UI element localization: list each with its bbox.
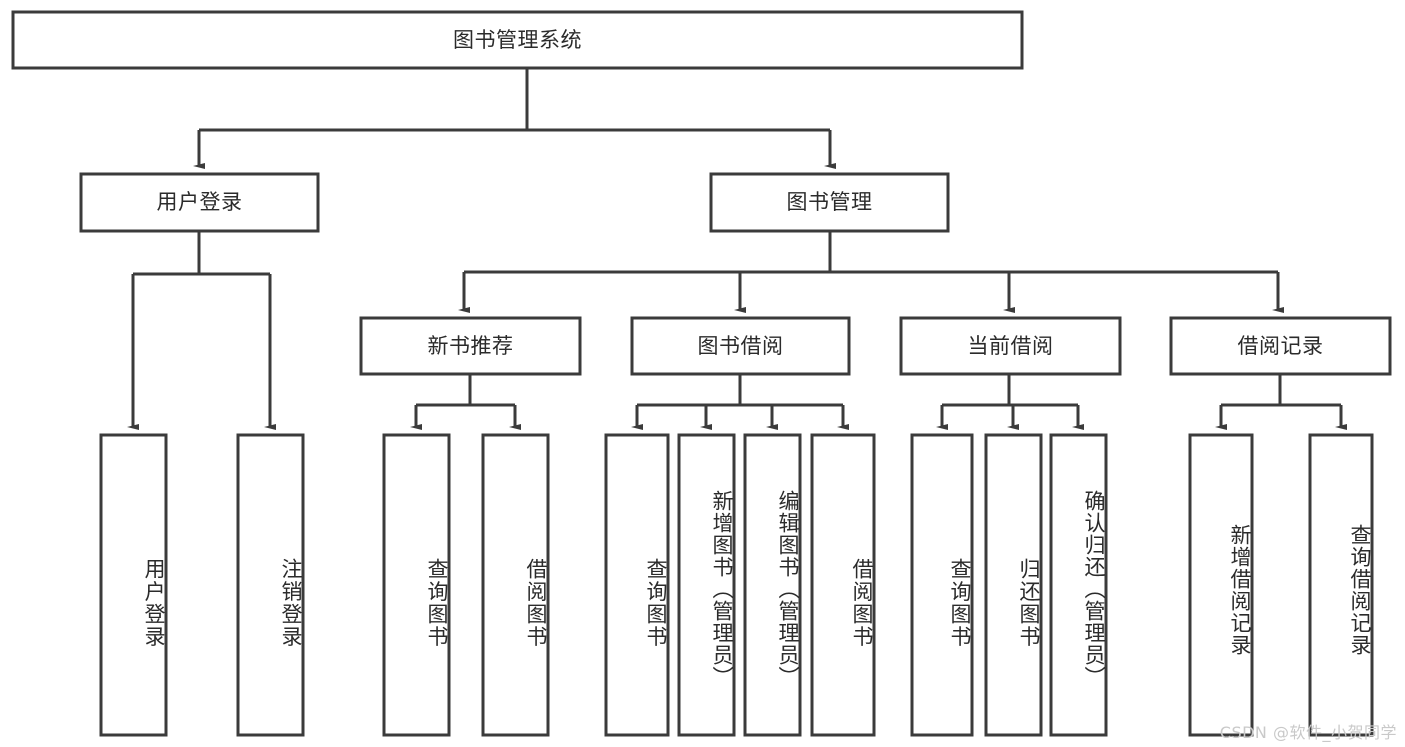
box-leaf-query-borrow-record[interactable] bbox=[1308, 433, 1374, 737]
box-leaf-add-book-admin[interactable] bbox=[677, 433, 736, 737]
box-leaf-return-book[interactable] bbox=[984, 433, 1043, 737]
connector-lines bbox=[127, 68, 1347, 430]
box-book-borrow[interactable] bbox=[630, 316, 851, 376]
node-boxes bbox=[11, 10, 1392, 737]
box-leaf-query-book-current[interactable] bbox=[910, 433, 974, 737]
box-leaf-user-logout[interactable] bbox=[236, 433, 305, 737]
box-user-login[interactable] bbox=[79, 172, 320, 233]
box-leaf-edit-book-admin[interactable] bbox=[743, 433, 802, 737]
box-leaf-query-book-recommend[interactable] bbox=[382, 433, 451, 737]
box-leaf-user-login[interactable] bbox=[99, 433, 168, 737]
box-leaf-borrow-book-borrow[interactable] bbox=[810, 433, 876, 737]
box-new-book-recommend[interactable] bbox=[359, 316, 582, 376]
box-borrow-record[interactable] bbox=[1169, 316, 1392, 376]
box-book-management[interactable] bbox=[709, 172, 950, 233]
box-current-borrow[interactable] bbox=[899, 316, 1122, 376]
box-root[interactable] bbox=[11, 10, 1024, 70]
box-leaf-add-borrow-record[interactable] bbox=[1188, 433, 1254, 737]
box-leaf-confirm-return-admin[interactable] bbox=[1049, 433, 1108, 737]
box-leaf-query-book-borrow[interactable] bbox=[604, 433, 670, 737]
box-leaf-borrow-book-recommend[interactable] bbox=[481, 433, 550, 737]
